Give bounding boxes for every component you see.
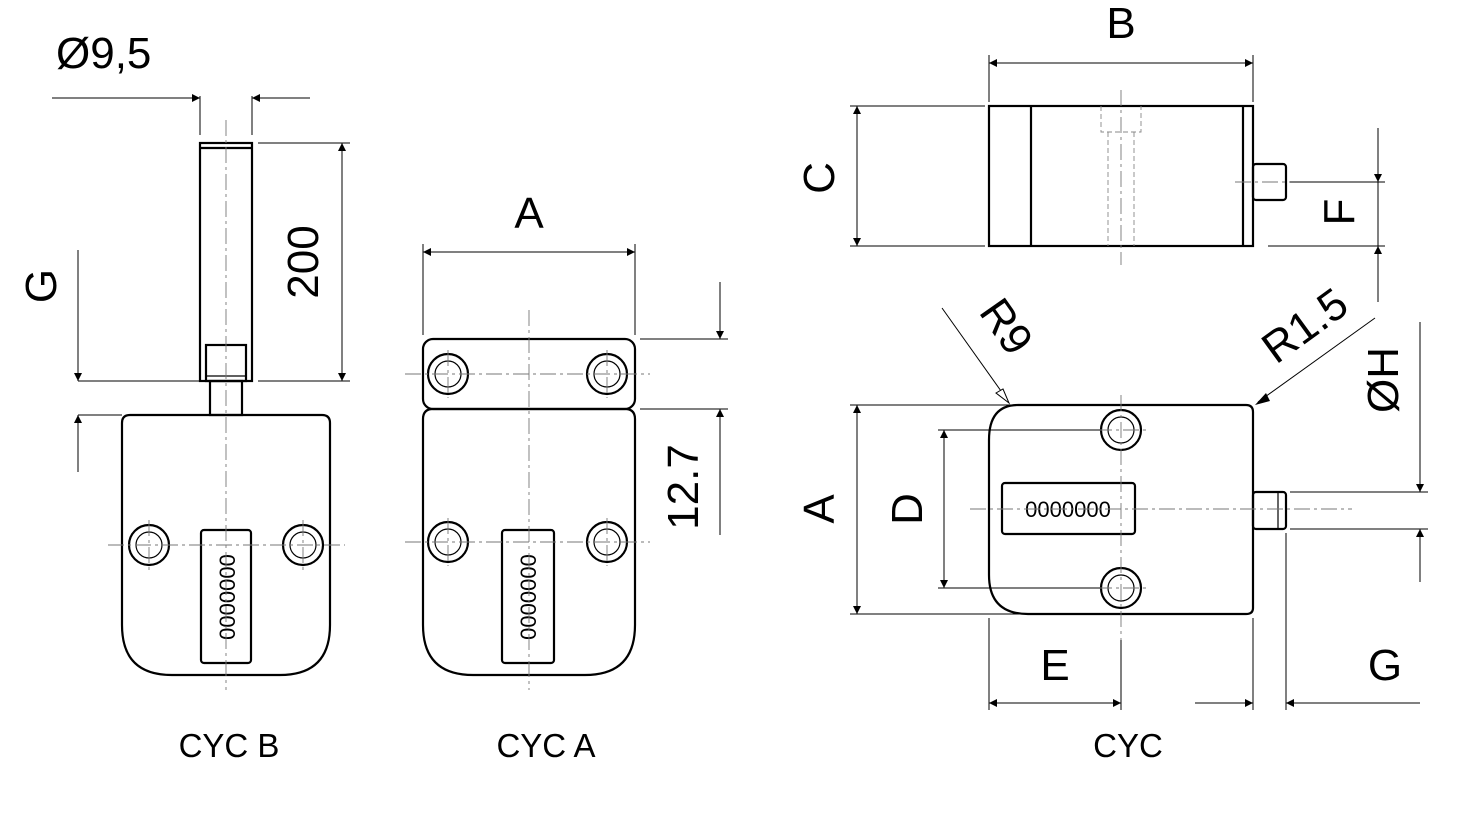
hidden-bore bbox=[1100, 106, 1142, 133]
dim-label-g: G bbox=[1368, 641, 1402, 690]
dim-label-f: F bbox=[1315, 199, 1364, 226]
serial-number: 0000000 bbox=[215, 554, 240, 640]
front-body bbox=[987, 403, 1255, 616]
body-outline bbox=[120, 413, 332, 677]
dim-label-g: G bbox=[17, 269, 66, 303]
dim-label-r15: R1.5 bbox=[1253, 279, 1357, 373]
view-cyc-a: 0000000 A 12.7 CYC A bbox=[405, 189, 728, 764]
serial-plate bbox=[500, 528, 556, 665]
serial-number: 0000000 bbox=[1025, 497, 1111, 522]
body-outline bbox=[421, 407, 637, 677]
dim-label-d: D bbox=[883, 493, 932, 525]
caption-cyc-b: CYC B bbox=[179, 727, 280, 764]
dim-label-c: C bbox=[795, 162, 844, 194]
side-pin bbox=[1251, 162, 1288, 202]
caption-cyc: CYC bbox=[1093, 727, 1163, 764]
dim-label-length: 200 bbox=[279, 225, 328, 298]
dim-label-oh: ØH bbox=[1359, 347, 1408, 413]
view-cyc: B C F 0000000 A bbox=[795, 0, 1428, 764]
serial-number: 0000000 bbox=[516, 554, 541, 640]
dim-label-a: A bbox=[795, 494, 844, 524]
view-cyc-b: 0000000 Ø9,5 200 G CYC B bbox=[17, 29, 350, 764]
front-pin bbox=[1251, 490, 1288, 531]
leader-r9-arrow bbox=[995, 388, 1011, 405]
dim-label-b: B bbox=[1106, 0, 1135, 48]
leader-r15 bbox=[1257, 317, 1376, 403]
dim-label-r9: R9 bbox=[970, 290, 1042, 364]
dim-label-height: 12.7 bbox=[659, 444, 708, 530]
dim-label-e: E bbox=[1040, 641, 1069, 690]
dim-label-diameter: Ø9,5 bbox=[56, 29, 151, 78]
dim-label-a: A bbox=[514, 189, 544, 238]
leader-r9 bbox=[941, 307, 1007, 399]
serial-plate bbox=[1000, 481, 1137, 536]
leader-r15-arrow bbox=[1255, 393, 1270, 405]
caption-cyc-a: CYC A bbox=[496, 727, 595, 764]
